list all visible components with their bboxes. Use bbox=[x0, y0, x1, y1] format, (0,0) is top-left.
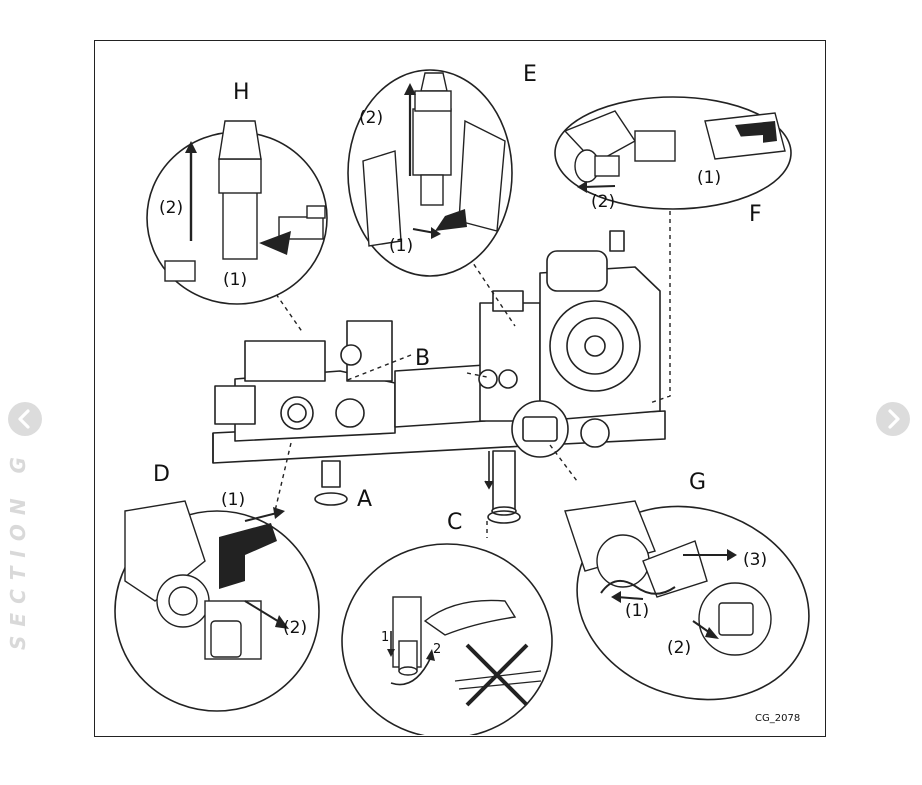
label-h: H bbox=[233, 80, 250, 105]
label-b: B bbox=[415, 346, 430, 371]
detail-d bbox=[114, 500, 320, 712]
detail-c bbox=[341, 543, 553, 735]
step-d-1: (1) bbox=[221, 490, 245, 510]
step-f-2: (2) bbox=[591, 192, 615, 212]
previous-button[interactable] bbox=[8, 402, 42, 436]
label-f: F bbox=[749, 202, 762, 227]
label-d: D bbox=[153, 462, 170, 487]
hydraulic-group-diagram: H E F B A C D G (2) (1) (2) (1) (1) (2) … bbox=[94, 40, 826, 737]
section-label: SECTION G bbox=[6, 448, 30, 650]
figure-code: CG_2078 bbox=[755, 713, 800, 724]
step-e-2: (2) bbox=[359, 108, 383, 128]
detail-g bbox=[564, 500, 810, 701]
step-f-1: (1) bbox=[697, 168, 721, 188]
step-h-1: (1) bbox=[223, 270, 247, 290]
chevron-left-icon bbox=[18, 409, 30, 429]
detail-h bbox=[146, 120, 328, 305]
detail-e bbox=[347, 69, 513, 277]
rotation-arrows bbox=[314, 451, 521, 524]
step-g-1: (1) bbox=[625, 601, 649, 621]
chevron-right-icon bbox=[888, 409, 900, 429]
step-c-1: 1 bbox=[381, 630, 389, 645]
hydraulic-assembly bbox=[212, 230, 666, 516]
step-c-2: 2 bbox=[433, 642, 441, 657]
step-d-2: (2) bbox=[283, 618, 307, 638]
step-e-1: (1) bbox=[389, 236, 413, 256]
label-a: A bbox=[357, 487, 372, 512]
label-g: G bbox=[689, 470, 706, 495]
step-g-2: (2) bbox=[667, 638, 691, 658]
detail-f bbox=[554, 96, 792, 210]
label-c: C bbox=[447, 510, 462, 535]
label-e: E bbox=[523, 62, 537, 87]
next-button[interactable] bbox=[876, 402, 910, 436]
step-g-3: (3) bbox=[743, 550, 767, 570]
step-h-2: (2) bbox=[159, 198, 183, 218]
